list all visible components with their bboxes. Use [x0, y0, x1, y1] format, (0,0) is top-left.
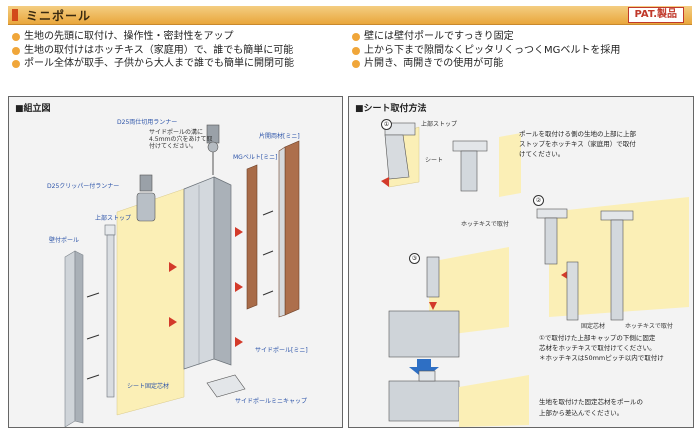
label-side-pole-cap: サイドポールミニキャップ: [235, 398, 308, 405]
sheet-method-panel: ■シート取付方法 ① ② ③ 上部ストップ シート ホッチキスで取付 固定芯材 …: [348, 96, 694, 428]
sheet-method-heading: ■シート取付方法: [355, 104, 427, 114]
label-mg-belt: MGベルト[ミニ]: [233, 154, 278, 161]
sheet-method-illustration: [381, 122, 689, 427]
note-step-2c: ＊ホッチキスは50mmピッチ以内で取付け: [539, 354, 664, 362]
label-runner-clipper: D25クリッパー付ランナー: [47, 183, 120, 190]
step-number-3: ③: [409, 253, 420, 264]
label-wall-pole: 壁付ポール: [49, 237, 80, 244]
runner-clipper: [136, 174, 156, 222]
bullet-icon: [12, 33, 20, 41]
label-sheet-core: シート固定芯材: [127, 383, 170, 390]
step-number-2: ②: [533, 195, 544, 206]
bullet-icon: [12, 60, 20, 68]
page-title: ミニポール: [26, 9, 92, 23]
feature-item: 生地の先頭に取付け、操作性・密封性をアップ: [12, 30, 342, 44]
step-number-1: ①: [381, 119, 392, 130]
feature-list-left: 生地の先頭に取付け、操作性・密封性をアップ 生地の取付けはホッチキス（家庭用）で…: [12, 30, 342, 71]
feature-item: 片開き、両開きでの使用が可能: [352, 57, 692, 71]
label-top-stop: 上部ストップ: [421, 121, 458, 128]
note-step-3b: 上部から差込んでください。: [539, 409, 624, 417]
assembly-heading: ■組立図: [15, 104, 51, 114]
bullet-icon: [352, 46, 360, 55]
note-step-1: ポールを取付ける側の生地の上部に上部 ストップをホッチキス（家庭用）で取付 けて…: [519, 130, 636, 158]
title-bar: ミニポール PAT.製品: [8, 6, 692, 25]
label-stapler-fix-2: ホッチキスで取付: [625, 323, 673, 330]
label-runner-ceiling: D25両仕切用ランナー: [117, 119, 178, 126]
feature-item: 壁には壁付ポールですっきり固定: [352, 30, 692, 44]
label-top-stop: 上部ストップ: [95, 215, 132, 222]
note-step-2a: ①で取付けた上部キャップの下側に固定: [539, 334, 656, 342]
note-step-2b: 芯材をホッチキスで取付けてください。: [539, 344, 656, 352]
patent-badge: PAT.製品: [627, 7, 684, 23]
label-core: 固定芯材: [581, 323, 606, 330]
feature-list-right: 壁には壁付ポールですっきり固定 上から下まで隙間なくピッタリくっつくMGベルトを…: [352, 30, 692, 71]
bullet-icon: [352, 33, 360, 41]
label-side-stile: 片開両材[ミニ]: [259, 133, 300, 140]
feature-item: 上から下まで隙間なくピッタリくっつくMGベルトを採用: [352, 44, 692, 58]
bullet-icon: [352, 60, 360, 68]
assembly-illustration: [64, 124, 300, 427]
label-sheet: シート: [425, 157, 444, 164]
feature-item: 生地の取付けはホッチキス（家庭用）で、誰でも簡単に可能: [12, 44, 342, 58]
label-runner-note: サイドポールの溝に 4.5ｍｍの穴をあけて取 付けてください。: [149, 129, 213, 150]
label-side-pole: サイドポール[ミニ]: [255, 347, 308, 354]
label-stapler-fix: ホッチキスで取付: [461, 221, 509, 228]
note-step-3a: 生地を取付けた固定芯材をポールの: [539, 398, 643, 406]
runner-ceiling: [206, 124, 220, 175]
feature-item: ポール全体が取手、子供から大人まで誰でも簡単に開閉可能: [12, 57, 342, 71]
assembly-panel: ■組立図: [8, 96, 343, 428]
bullet-icon: [12, 46, 20, 55]
title-accent: [12, 9, 18, 21]
